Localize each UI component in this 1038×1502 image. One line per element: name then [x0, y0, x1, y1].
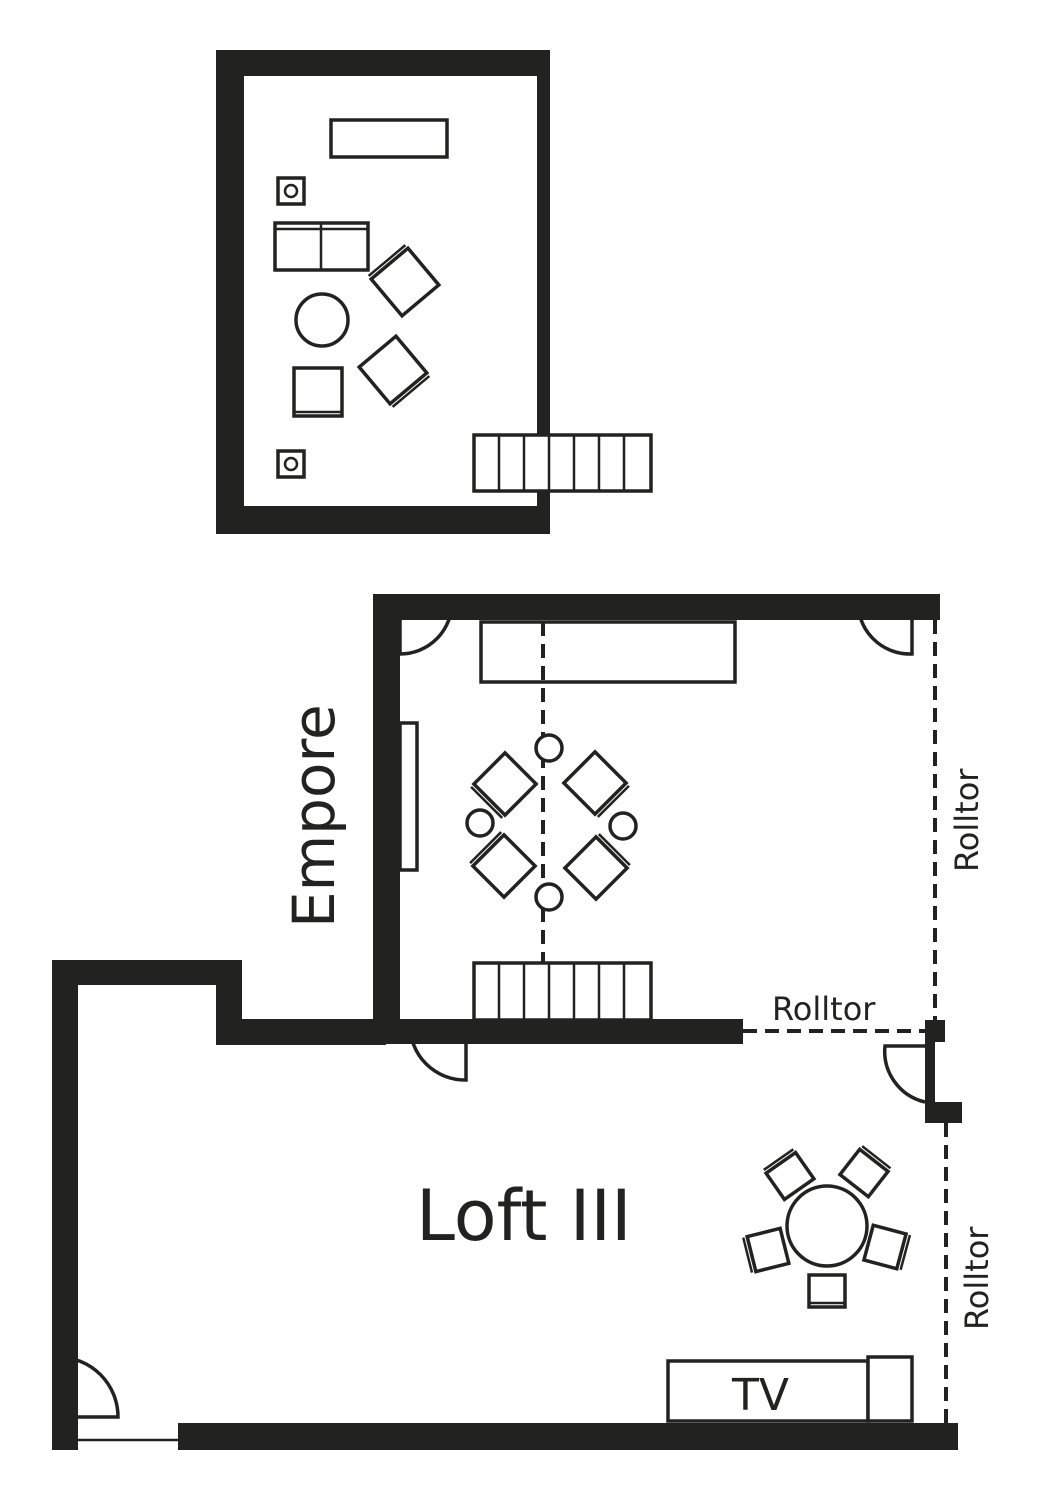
door-icon	[57, 1355, 120, 1419]
room-label-loft: Loft III	[416, 1175, 632, 1257]
armchair-icon	[367, 244, 442, 319]
chair-icon	[837, 1145, 892, 1200]
label-rolltor-lower: Rolltor	[958, 1226, 996, 1330]
loft-wall-top-left	[52, 960, 242, 985]
door-icon	[408, 1023, 468, 1082]
gate-post	[925, 1020, 945, 1042]
upper-room-wall-top	[216, 50, 550, 76]
chair-icon	[562, 833, 631, 902]
chair-icon	[861, 1223, 912, 1271]
upper-sideboard	[329, 118, 449, 159]
chair-icon	[470, 750, 539, 819]
door-icon	[882, 1044, 926, 1104]
door-icon	[398, 601, 454, 656]
wall-bench	[398, 721, 419, 872]
empore-wall-bottom	[373, 1019, 743, 1044]
chair-icon	[763, 1148, 817, 1202]
stool-icon	[465, 808, 495, 838]
stool-icon	[608, 811, 638, 841]
upper-room-wall-bottom	[216, 506, 550, 534]
chair-icon	[742, 1226, 791, 1274]
loft-wall-right-post	[925, 1102, 962, 1123]
empore-room	[373, 594, 945, 1044]
empore-wall-top	[373, 594, 940, 620]
chair-icon	[469, 831, 538, 900]
sofa-icon	[273, 221, 370, 272]
loft-wall-step-top	[216, 1019, 386, 1045]
loft-wall-left	[52, 960, 78, 1450]
stairs-empore	[472, 961, 653, 1022]
upper-room-wall-right	[537, 50, 550, 534]
label-rolltor-mid: Rolltor	[772, 990, 876, 1028]
room-label-empore: Empore	[280, 704, 348, 928]
empore-wall-left	[373, 594, 400, 1044]
tv-console	[666, 1359, 870, 1423]
armchair-icon	[356, 333, 431, 408]
label-rolltor-right: Rolltor	[948, 768, 986, 872]
stairs-upper	[472, 433, 653, 493]
upper-room-wall-left	[216, 50, 244, 534]
tv-side-cabinet	[866, 1355, 914, 1423]
bar-counter	[479, 620, 737, 684]
label-tv: TV	[731, 1370, 789, 1421]
chair-icon	[807, 1273, 847, 1309]
loft-wall-bottom	[178, 1423, 958, 1450]
door-icon	[856, 599, 914, 656]
upper-room	[216, 50, 653, 534]
armchair-icon	[292, 366, 344, 418]
lamp-icon	[276, 176, 306, 206]
loft-door-frame	[925, 1042, 935, 1106]
stool-icon	[534, 733, 564, 763]
round-table-icon	[294, 292, 350, 348]
chair-icon	[561, 749, 630, 818]
stool-icon	[534, 882, 564, 912]
lamp-icon	[276, 449, 306, 479]
loft-room	[52, 960, 962, 1450]
dining-table-icon	[785, 1184, 869, 1268]
